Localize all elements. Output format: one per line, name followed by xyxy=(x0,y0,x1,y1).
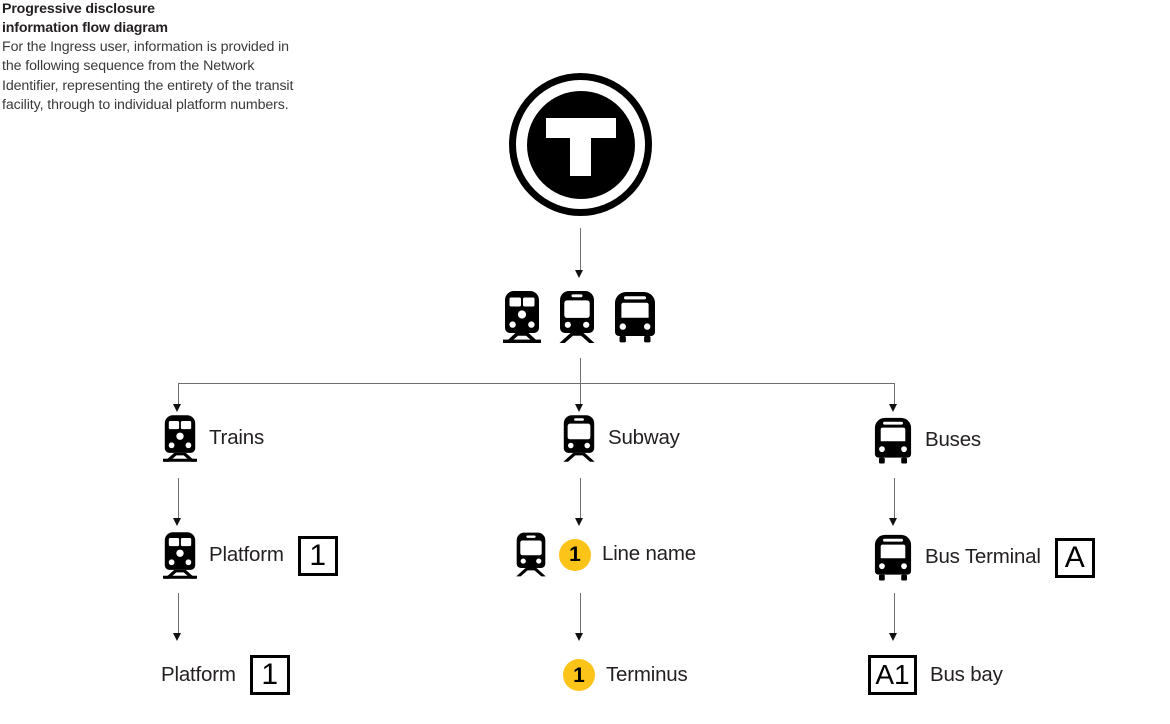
subway-icon xyxy=(558,291,596,343)
node-label: Trains xyxy=(209,426,264,450)
connector-branch-center xyxy=(579,383,581,406)
connector-buses-to-terminal xyxy=(893,478,895,520)
line-number-bullet: 1 xyxy=(559,538,591,571)
arrowhead-to-buses xyxy=(889,404,898,412)
connector-trains-to-platform xyxy=(177,478,179,520)
bus-icon xyxy=(873,534,913,581)
connector-subway-to-line xyxy=(579,478,581,520)
arrowhead-subway-to-line xyxy=(575,518,583,526)
node-label: Terminus xyxy=(606,662,688,686)
node-leaf-terminus[interactable]: 1 Terminus xyxy=(563,659,688,691)
train-icon xyxy=(163,415,197,462)
train-icon xyxy=(503,291,541,343)
t-roundel-icon xyxy=(509,73,652,216)
node-detail-line-name[interactable]: 1 Line name xyxy=(515,532,696,577)
node-label: Buses xyxy=(925,428,981,452)
mode-strip xyxy=(503,291,657,343)
arrowhead-terminal-to-bay xyxy=(889,633,898,641)
connector-platform-to-platform xyxy=(177,593,179,635)
node-leaf-bus-bay[interactable]: A1 Bus bay xyxy=(868,655,1003,695)
arrowhead-buses-to-terminal xyxy=(889,518,898,526)
subway-icon xyxy=(515,532,547,577)
line-number-bullet: 1 xyxy=(563,659,595,691)
platform-number-plate: 1 xyxy=(297,535,338,576)
node-mode-buses[interactable]: Buses xyxy=(873,417,981,464)
caption-block: Progressive disclosure information flow … xyxy=(2,0,294,115)
caption-body: For the Ingress user, information is pro… xyxy=(2,39,294,113)
bus-terminal-plate: A xyxy=(1054,537,1095,578)
train-icon xyxy=(163,532,197,579)
arrowhead-roundel-to-modes xyxy=(575,270,583,278)
bus-icon xyxy=(873,417,913,464)
node-label: Bus Terminal xyxy=(925,545,1041,569)
caption-title-line2: information flow diagram xyxy=(2,19,168,36)
platform-number-plate: 1 xyxy=(249,655,290,695)
arrowhead-platform-to-platform xyxy=(173,633,182,641)
arrowhead-trains-to-platform xyxy=(173,518,182,526)
caption-title: Progressive disclosure information flow … xyxy=(2,0,294,37)
node-leaf-platform[interactable]: Platform 1 xyxy=(161,655,290,695)
connector-branch-left xyxy=(177,383,179,406)
arrowhead-line-to-terminus xyxy=(575,633,583,641)
node-label: Subway xyxy=(608,426,680,450)
connector-branch-stem xyxy=(579,358,581,383)
connector-line-to-terminus xyxy=(579,593,581,635)
node-label: Bus bay xyxy=(930,662,1003,686)
node-label: Line name xyxy=(602,542,696,566)
node-mode-trains[interactable]: Trains xyxy=(163,415,264,462)
connector-branch-right xyxy=(893,383,895,406)
bus-icon xyxy=(613,291,657,343)
node-detail-platform[interactable]: Platform 1 xyxy=(163,532,338,579)
arrowhead-to-subway xyxy=(575,404,583,412)
connector-branch-bar xyxy=(178,382,894,384)
connector-roundel-to-modes xyxy=(579,228,581,272)
arrowhead-to-trains xyxy=(173,404,182,412)
node-label: Platform xyxy=(209,543,284,567)
node-label: Platform xyxy=(161,662,236,686)
connector-terminal-to-bay xyxy=(893,593,895,635)
subway-icon xyxy=(562,415,596,462)
caption-title-line1: Progressive disclosure xyxy=(2,1,155,17)
bus-bay-plate: A1 xyxy=(868,655,917,695)
node-mode-subway[interactable]: Subway xyxy=(562,415,680,462)
roundel-disc xyxy=(526,90,635,199)
roundel-t-stem xyxy=(570,117,591,176)
node-detail-bus-terminal[interactable]: Bus Terminal A xyxy=(873,534,1095,581)
